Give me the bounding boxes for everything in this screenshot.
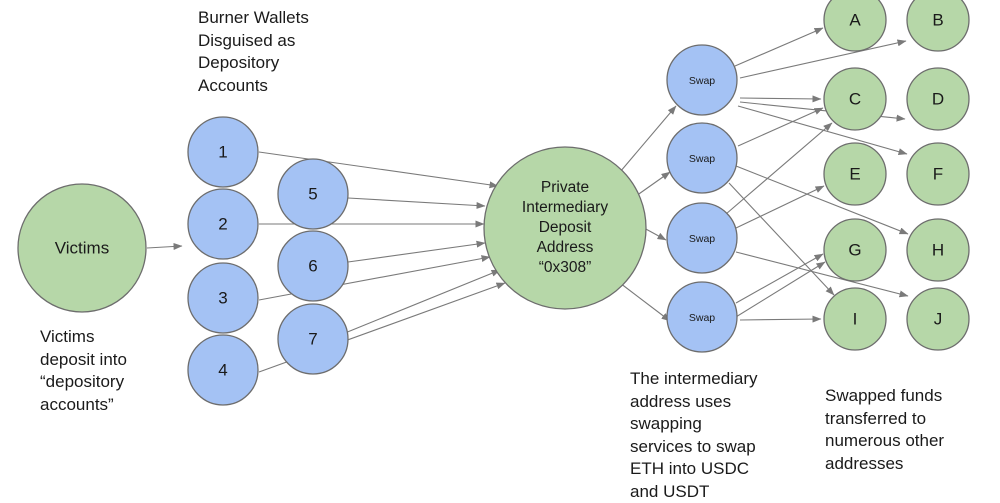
transfer-caption: Swapped funds transferred to numerous ot… <box>825 386 945 473</box>
destination-node-c: C <box>823 67 887 131</box>
edge-6-to-hub <box>347 240 486 263</box>
edge-swap4-to-g <box>735 253 824 304</box>
hub-label-line-3: Deposit <box>539 219 592 236</box>
wallet-node-3: 3 <box>187 262 259 334</box>
destination-label-h: H <box>932 240 944 259</box>
hub-label-line-4: Address <box>537 239 594 256</box>
destination-node-i: I <box>823 287 887 351</box>
intermediary-hub-node: Private Intermediary Deposit Address “0x… <box>483 146 647 310</box>
edge-7-to-hub <box>344 269 501 334</box>
wallet-label-5: 5 <box>308 184 317 203</box>
edge-swap4-to-g2 <box>730 261 826 321</box>
swap-node-2: Swap <box>666 122 738 194</box>
destination-label-i: I <box>853 309 858 328</box>
swap-node-1: Swap <box>666 44 738 116</box>
edge-swap1-to-b <box>739 39 907 79</box>
victims-node: Victims <box>17 183 147 313</box>
destination-label-f: F <box>933 164 943 183</box>
wallet-node-7: 7 <box>277 303 349 375</box>
destination-node-d: D <box>906 67 970 131</box>
edge-5-to-hub <box>347 197 486 209</box>
edge-swap2-to-h <box>735 165 909 235</box>
edge-swap1-to-f <box>737 105 908 156</box>
swap-label-1: Swap <box>689 75 715 87</box>
destination-node-e: E <box>823 142 887 206</box>
edge-hub-to-swap4 <box>619 282 671 322</box>
victims-deposit-caption: Victims deposit into “depository account… <box>40 327 127 414</box>
edge-hub-to-swap3 <box>643 227 667 241</box>
edge-swap1-to-a <box>734 27 824 67</box>
wallet-node-4: 4 <box>187 334 259 406</box>
swap-label-4: Swap <box>689 312 715 324</box>
destination-node-f: F <box>906 142 970 206</box>
swap-label-2: Swap <box>689 153 715 165</box>
destination-label-a: A <box>849 10 861 29</box>
destination-label-e: E <box>849 164 860 183</box>
edge-swap3-to-j <box>735 251 909 298</box>
destination-label-j: J <box>934 309 943 328</box>
edge-swap3-to-e <box>735 185 825 229</box>
destination-label-g: G <box>848 240 861 259</box>
burner-wallets-caption: Burner Wallets Disguised as Depository A… <box>198 8 309 95</box>
destination-node-a: A <box>823 0 887 52</box>
wallet-node-5: 5 <box>277 158 349 230</box>
destination-label-d: D <box>932 89 944 108</box>
destination-node-b: B <box>906 0 970 52</box>
wallet-node-2: 2 <box>187 188 259 260</box>
swap-label-3: Swap <box>689 233 715 245</box>
hub-label-line-5: “0x308” <box>539 259 592 276</box>
wallet-label-2: 2 <box>218 214 227 233</box>
wallet-node-6: 6 <box>277 230 349 302</box>
destination-label-c: C <box>849 89 861 108</box>
swap-node-4: Swap <box>666 281 738 353</box>
destination-node-j: J <box>906 287 970 351</box>
edge-victims-to-wallets <box>146 242 183 250</box>
swap-services-caption: The intermediary address uses swapping s… <box>630 369 758 501</box>
edge-swap4-to-i <box>739 315 822 323</box>
destination-node-g: G <box>823 218 887 282</box>
wallet-node-1: 1 <box>187 116 259 188</box>
edge-swap2-to-i <box>728 182 835 296</box>
money-flow-diagram: Victims 1 2 3 4 5 6 7 Private Intermedia… <box>17 0 970 406</box>
edge-swap2-to-c <box>737 107 824 147</box>
edge-1-to-hub <box>258 151 499 189</box>
hub-label-line-2: Intermediary <box>522 199 608 216</box>
wallet-label-1: 1 <box>218 142 227 161</box>
wallet-label-7: 7 <box>308 329 317 348</box>
edge-swap1-to-c <box>739 95 822 103</box>
wallet-label-3: 3 <box>218 288 227 307</box>
edge-swap3-to-c <box>725 122 833 215</box>
hub-label-line-1: Private <box>541 179 589 196</box>
wallet-label-4: 4 <box>218 360 227 379</box>
destination-node-h: H <box>906 218 970 282</box>
swap-node-3: Swap <box>666 202 738 274</box>
wallet-label-6: 6 <box>308 256 317 275</box>
edge-hub-to-swap1 <box>619 105 677 173</box>
destination-label-b: B <box>932 10 943 29</box>
victims-label: Victims <box>55 238 109 257</box>
edge-hub-to-swap2 <box>635 171 671 197</box>
